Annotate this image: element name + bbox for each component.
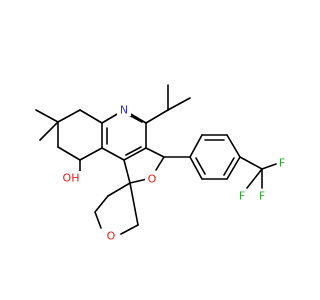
methyl-bond: [35, 109, 59, 123]
label-background: [117, 102, 131, 116]
pyran-oxygen-label: O: [107, 230, 116, 243]
cf3-bond: [246, 168, 263, 189]
bond: [189, 134, 203, 158]
ring-b-bonds: [101, 84, 191, 161]
nitrogen-label: N: [120, 104, 128, 117]
aryl-ring-bonds: [163, 134, 277, 189]
cf3-bond: [239, 156, 263, 170]
fluorine-label: F: [259, 190, 265, 203]
bond: [79, 147, 103, 161]
bond: [226, 134, 241, 158]
bond: [226, 156, 241, 180]
fluorine-label: F: [239, 190, 245, 203]
methyl-bond: [39, 121, 59, 141]
bond: [129, 178, 148, 184]
ring-c-bonds: [123, 147, 165, 184]
molecule-diagram: N OH O O F F F: [35, 84, 285, 243]
bond: [79, 109, 103, 124]
bond: [57, 109, 81, 123]
cf3-bond: [261, 163, 277, 170]
bond: [101, 147, 125, 161]
label-background: [60, 171, 82, 185]
bond: [155, 156, 165, 171]
ring-a-bonds: [35, 109, 103, 177]
double-bond-inner: [223, 157, 235, 176]
bond: [120, 224, 139, 235]
bond: [189, 156, 203, 180]
fluorine-label: F: [279, 157, 285, 170]
atom-labels: N OH O O F F F: [60, 102, 285, 243]
bond: [145, 147, 165, 158]
isopropyl-bond: [145, 109, 169, 124]
label-background: [145, 172, 158, 186]
hydroxyl-label: OH: [63, 172, 80, 185]
bond: [129, 182, 139, 226]
double-bond-inner: [125, 146, 142, 156]
ring-d-bonds: [94, 182, 139, 235]
bond: [107, 182, 131, 197]
bond: [94, 195, 109, 213]
furan-oxygen-label: O: [148, 173, 157, 186]
structure-canvas: N OH O O F F F: [35, 84, 285, 243]
bond: [94, 211, 102, 229]
label-background: [104, 229, 117, 243]
bond: [123, 147, 147, 161]
bond: [123, 159, 131, 184]
double-bond-inner: [195, 157, 206, 175]
isopropyl-bond: [167, 97, 191, 111]
bond: [57, 146, 81, 161]
